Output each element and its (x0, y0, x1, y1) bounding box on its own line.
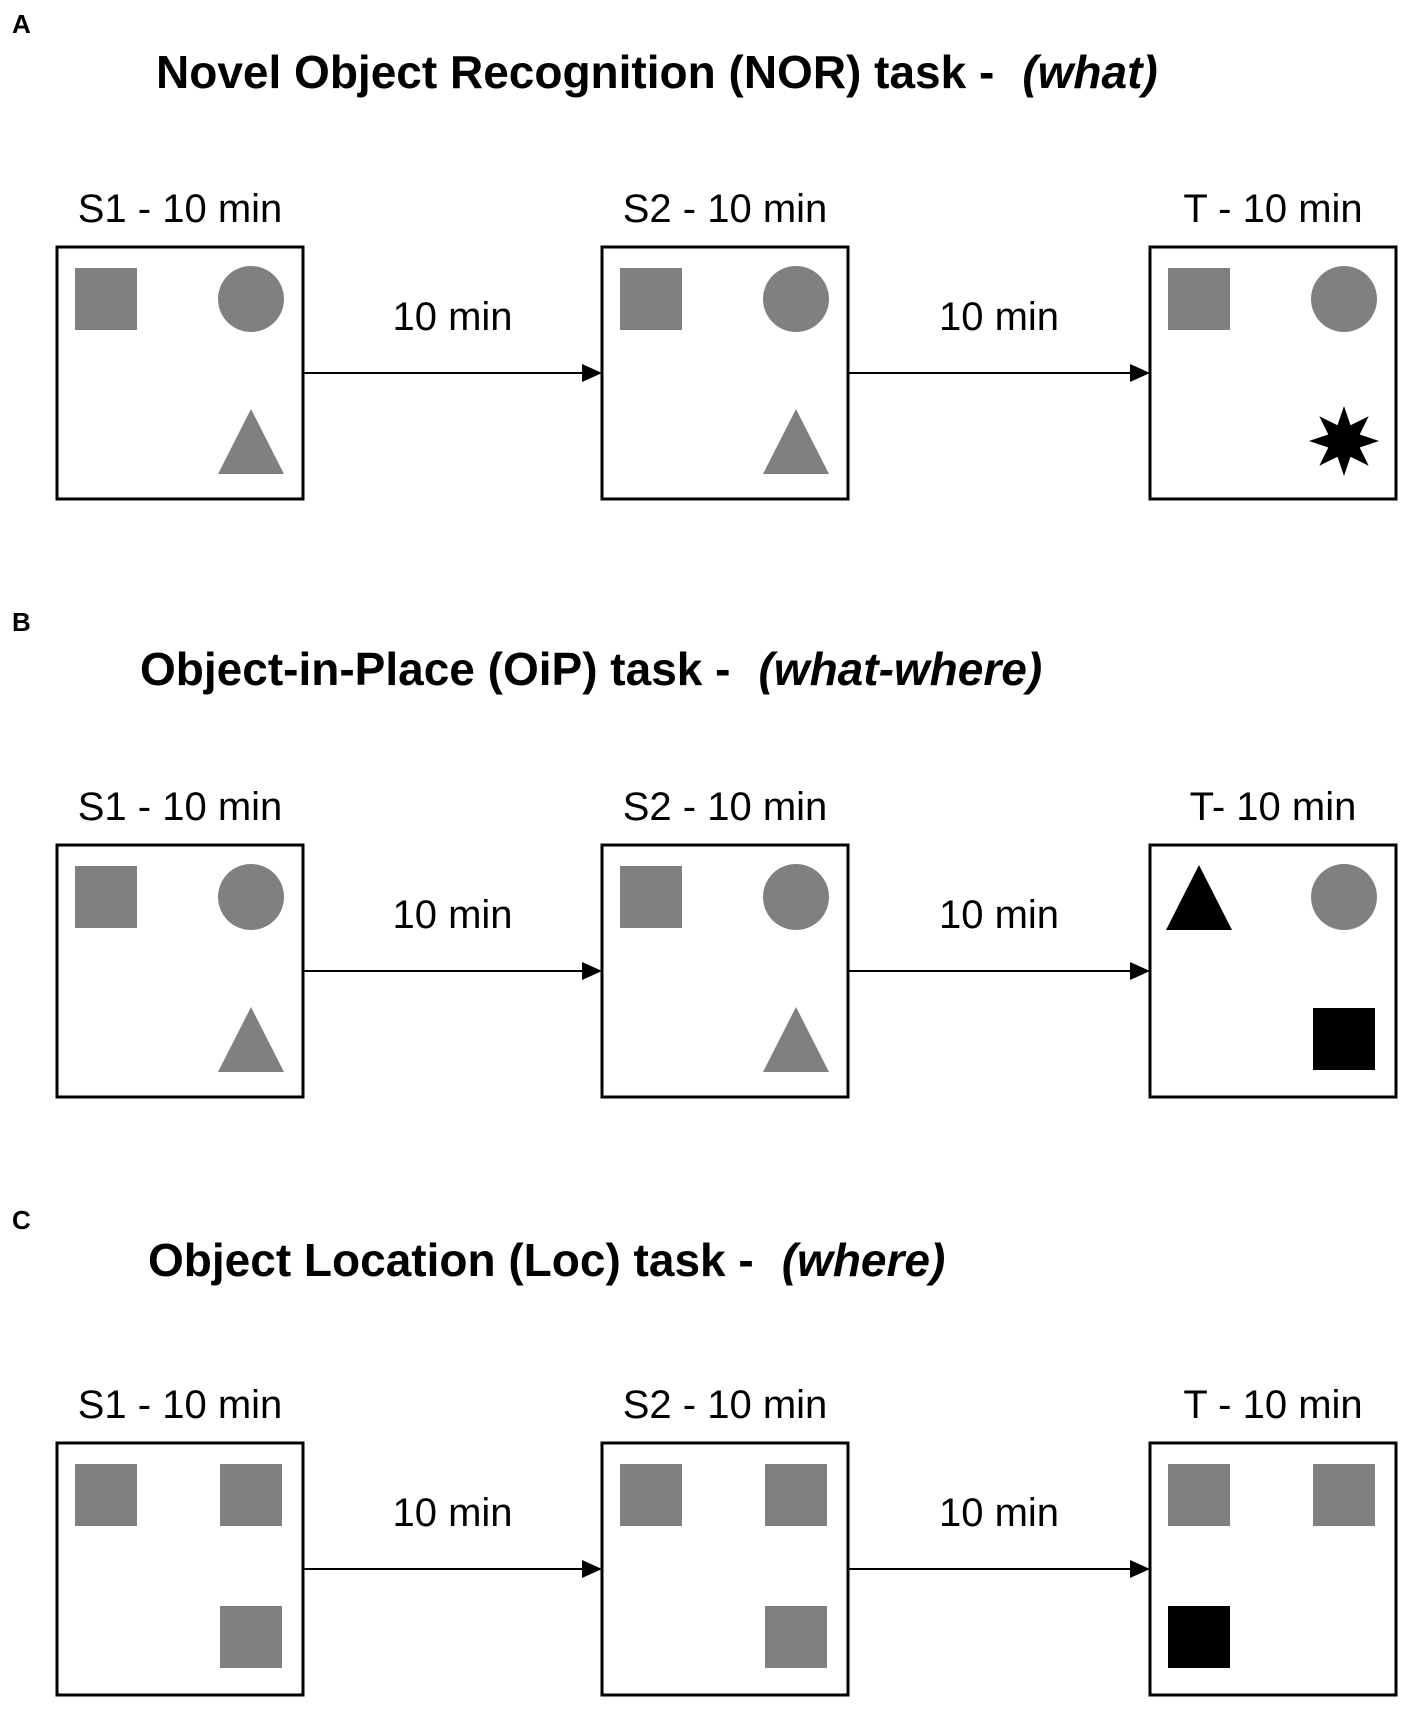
familiar-square-object (220, 1464, 282, 1526)
novel-triangle-object (1166, 865, 1232, 930)
panel-title: Novel Object Recognition (NOR) task - (wh… (156, 46, 1158, 98)
stage-label: S2 - 10 min (623, 1383, 828, 1427)
novel-square-object (1313, 1008, 1375, 1070)
familiar-square-object (620, 866, 682, 928)
panel-letter: A (12, 9, 31, 39)
delay-2: 10 min (848, 893, 1150, 980)
delay-label: 10 min (939, 1491, 1059, 1535)
familiar-triangle-object (218, 1007, 284, 1072)
stage-3: T- 10 min (1148, 785, 1398, 1099)
stage-1: S1 - 10 min (55, 785, 305, 1099)
panel-title-text: Object Location (Loc) task - (148, 1234, 754, 1286)
panel-title: Object Location (Loc) task - (where) (148, 1234, 945, 1286)
familiar-triangle-object (763, 409, 829, 474)
panel-b: B Object-in-Place (OiP) task - (what-where… (12, 607, 1398, 1099)
familiar-square-object (765, 1606, 827, 1668)
familiar-square-object (220, 1606, 282, 1668)
familiar-square-object (620, 1464, 682, 1526)
familiar-circle-object (218, 266, 284, 332)
delay-2: 10 min (848, 1491, 1150, 1578)
familiar-square-object (75, 866, 137, 928)
panel-c: C Object Location (Loc) task - (where) S1 -… (12, 1205, 1398, 1697)
stage-label: T- 10 min (1190, 785, 1357, 829)
stage-label: S2 - 10 min (623, 187, 828, 231)
familiar-square-object (75, 268, 137, 330)
panel-title-text: Novel Object Recognition (NOR) task - (156, 46, 994, 98)
arrow-head (582, 364, 602, 382)
familiar-circle-object (1311, 266, 1377, 332)
stage-2: S2 - 10 min (600, 187, 850, 501)
panel-title: Object-in-Place (OiP) task - (what-where) (140, 643, 1042, 695)
familiar-triangle-object (218, 409, 284, 474)
familiar-square-object (765, 1464, 827, 1526)
stage-label: S1 - 10 min (78, 1383, 283, 1427)
stage-1: S1 - 10 min (55, 187, 305, 501)
delay-label: 10 min (392, 1491, 512, 1535)
stage-label: T - 10 min (1183, 187, 1362, 231)
familiar-square-object (1313, 1464, 1375, 1526)
arrow-head (582, 962, 602, 980)
delay-2: 10 min (848, 295, 1150, 382)
panel-title-text: Object-in-Place (OiP) task - (140, 643, 730, 695)
stage-3: T - 10 min (1148, 187, 1398, 501)
stage-2: S2 - 10 min (600, 1383, 850, 1697)
familiar-circle-object (763, 864, 829, 930)
familiar-square-object (620, 268, 682, 330)
panel-letter: B (12, 607, 31, 637)
panel-title-tag: (what) (1022, 46, 1157, 98)
stage-2: S2 - 10 min (600, 785, 850, 1099)
familiar-triangle-object (763, 1007, 829, 1072)
stage-label: S1 - 10 min (78, 785, 283, 829)
stage-1: S1 - 10 min (55, 1383, 305, 1697)
panel-title-tag: (what-where) (758, 643, 1042, 695)
arrow-head (582, 1560, 602, 1578)
delay-1: 10 min (303, 295, 602, 382)
delay-1: 10 min (303, 893, 602, 980)
arrow-head (1130, 1560, 1150, 1578)
familiar-circle-object (218, 864, 284, 930)
familiar-circle-object (763, 266, 829, 332)
novel-star-object (1309, 406, 1379, 476)
arrow-head (1130, 364, 1150, 382)
delay-label: 10 min (939, 893, 1059, 937)
stage-3: T - 10 min (1148, 1383, 1398, 1697)
delay-1: 10 min (303, 1491, 602, 1578)
familiar-circle-object (1311, 864, 1377, 930)
panel-a: A Novel Object Recognition (NOR) task - (w… (12, 9, 1398, 501)
stage-label: S2 - 10 min (623, 785, 828, 829)
stage-label: T - 10 min (1183, 1383, 1362, 1427)
panel-letter: C (12, 1205, 31, 1235)
delay-label: 10 min (392, 295, 512, 339)
familiar-square-object (1168, 1464, 1230, 1526)
familiar-square-object (1168, 268, 1230, 330)
novel-square-object (1168, 1606, 1230, 1668)
panel-title-tag: (where) (782, 1234, 946, 1286)
stage-label: S1 - 10 min (78, 187, 283, 231)
familiar-square-object (75, 1464, 137, 1526)
delay-label: 10 min (939, 295, 1059, 339)
arrow-head (1130, 962, 1150, 980)
delay-label: 10 min (392, 893, 512, 937)
